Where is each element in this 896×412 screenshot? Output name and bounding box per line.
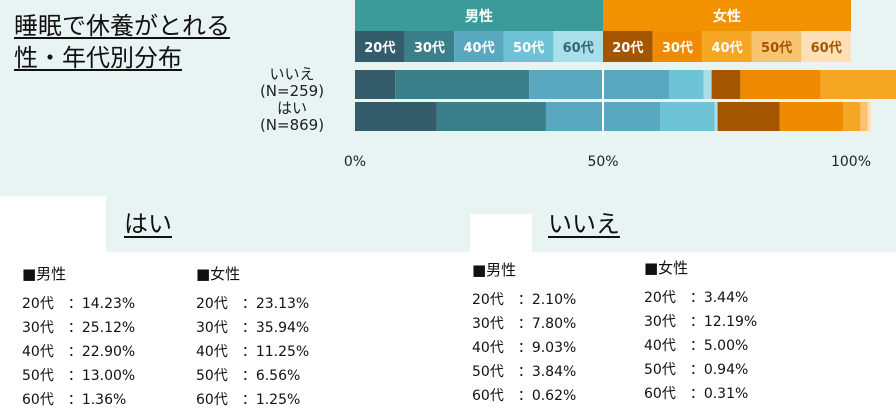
- row-label-hai-n: (N=869): [259, 116, 325, 134]
- hai-label-background: [106, 196, 470, 252]
- hai-female-row: 60代 ：1.25%: [196, 392, 301, 408]
- bar-segment: [355, 102, 437, 131]
- category-header-cell: [652, 31, 703, 62]
- hai-male-row: 60代 ：1.36%: [22, 392, 127, 408]
- iie-male-head: ■男性: [472, 261, 517, 279]
- category-header-cell: [355, 31, 405, 62]
- category-header-cell: [404, 31, 455, 62]
- hai-male-row: 50代 ：13.00%: [22, 368, 136, 384]
- category-header-label: 30代: [662, 40, 693, 56]
- category-header-label: 20代: [612, 40, 643, 56]
- bar-segment: [436, 102, 546, 131]
- row-label-iie: いいえ: [269, 65, 315, 83]
- category-header-cell: [751, 31, 802, 62]
- hai-male-list: ■男性 20代 ：14.23% 30代 ：25.12% 40代 ：22.90% …: [22, 262, 135, 412]
- category-header-label: 30代: [414, 40, 445, 56]
- bar-segment: [717, 102, 780, 131]
- bar-segment: [714, 102, 718, 131]
- male-header-bar: [355, 0, 603, 31]
- title-line-2: 性・年代別分布: [14, 44, 182, 72]
- hai-male-row: 40代 ：22.90%: [22, 344, 136, 360]
- hai-female-row: 20代 ：23.13%: [196, 296, 310, 312]
- x-tick-label: 50%: [587, 154, 618, 170]
- hai-male-row: 20代 ：14.23%: [22, 296, 136, 312]
- iie-label-background: [532, 196, 896, 252]
- bar-segment: [660, 102, 715, 131]
- iie-female-row: 20代 ：3.44%: [644, 290, 749, 306]
- female-header-label: 女性: [713, 8, 741, 25]
- bar-segment: [860, 102, 868, 131]
- iie-male-row: 60代 ：0.62%: [472, 388, 577, 404]
- section-label-hai: はい: [124, 210, 172, 238]
- category-header-label: 60代: [563, 40, 594, 56]
- x-tick-label: 0%: [344, 154, 366, 170]
- category-header-cell: [454, 31, 504, 62]
- iie-male-list: ■男性 20代 ：2.10% 30代 ：7.80% 40代 ：9.03% 50代…: [472, 258, 576, 408]
- category-header-label: 50代: [513, 40, 544, 56]
- iie-female-row: 60代 ：0.31%: [644, 386, 749, 402]
- hai-male-row: 30代 ：25.12%: [22, 320, 136, 336]
- iie-female-head: ■女性: [644, 259, 689, 277]
- row-label-hai: はい: [276, 99, 307, 117]
- male-header-label: 男性: [465, 8, 493, 25]
- category-header-cell: [503, 31, 554, 62]
- category-header-label: 40代: [711, 40, 742, 56]
- category-header-label: 50代: [761, 40, 792, 56]
- hai-female-head: ■女性: [196, 265, 241, 283]
- bar-segment: [395, 70, 530, 99]
- bar-segment: [740, 70, 821, 99]
- iie-female-row: 40代 ：5.00%: [644, 338, 749, 354]
- row-label-iie-n: (N=259): [259, 82, 325, 100]
- bar-segment: [711, 70, 741, 99]
- bar-segment: [843, 102, 861, 131]
- bar-segment: [820, 70, 896, 99]
- stacked-bar-chart: 男性 女性 20代 30代 40代 50代 60代 20代 30代 40代 50代 60代 0% 50% 1…: [344, 0, 896, 170]
- bar-segment: [355, 70, 396, 99]
- title-line-1: 睡眠で休養がとれる: [14, 12, 230, 40]
- iie-male-row: 40代 ：9.03%: [472, 340, 577, 356]
- x-tick-label: 100%: [831, 154, 871, 170]
- category-header-cell: [801, 31, 851, 62]
- iie-female-list: ■女性 20代 ：3.44% 30代 ：12.19% 40代 ：5.00% 50…: [644, 256, 757, 406]
- iie-male-row: 30代 ：7.80%: [472, 316, 577, 332]
- female-header-bar: [603, 0, 851, 31]
- hai-female-row: 30代 ：35.94%: [196, 320, 310, 336]
- hai-male-head: ■男性: [22, 265, 67, 283]
- bar-segment: [867, 102, 871, 131]
- bar-segment: [779, 102, 844, 131]
- hai-female-row: 50代 ：6.56%: [196, 368, 301, 384]
- section-label-iie: いいえ: [548, 210, 620, 238]
- hai-female-row: 40代 ：11.25%: [196, 344, 310, 360]
- category-header-label: 60代: [811, 40, 842, 56]
- category-header-label: 40代: [463, 40, 494, 56]
- category-header-cell: [603, 31, 653, 62]
- iie-female-row: 50代 ：0.94%: [644, 362, 749, 378]
- row-labels: いいえ (N=259) はい (N=869): [244, 66, 340, 134]
- bar-segment: [703, 70, 712, 99]
- category-header-label: 20代: [364, 40, 395, 56]
- category-header-cell: [553, 31, 603, 62]
- iie-male-row: 50代 ：3.84%: [472, 364, 577, 380]
- bar-segment: [529, 70, 669, 99]
- iie-male-row: 20代 ：2.10%: [472, 292, 577, 308]
- category-header-cell: [702, 31, 752, 62]
- iie-female-row: 30代 ：12.19%: [644, 314, 758, 330]
- hai-female-list: ■女性 20代 ：23.13% 30代 ：35.94% 40代 ：11.25% …: [196, 262, 309, 412]
- bar-segment: [668, 70, 704, 99]
- page-title: 睡眠で休養がとれる 性・年代別分布: [14, 10, 230, 74]
